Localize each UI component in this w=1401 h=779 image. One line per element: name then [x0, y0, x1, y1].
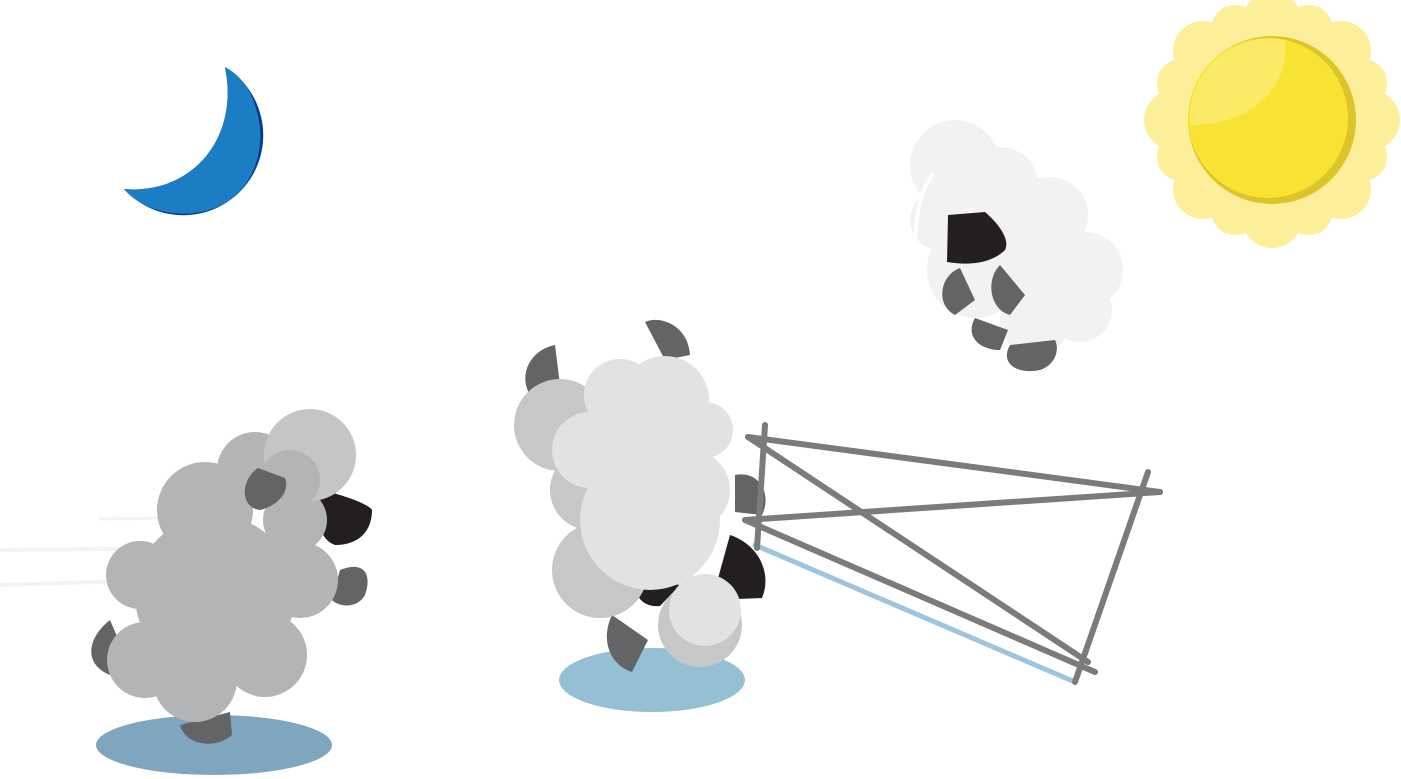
- sun-icon: [1144, 0, 1400, 248]
- moon-icon: [124, 67, 264, 216]
- sheep-flying: [910, 120, 1123, 372]
- sheep-running: [91, 409, 372, 775]
- sheep-jumping: [514, 319, 766, 712]
- fence: [742, 422, 1163, 685]
- sheep-running-shadow: [96, 715, 332, 775]
- fence-shadow-line: [752, 542, 1078, 685]
